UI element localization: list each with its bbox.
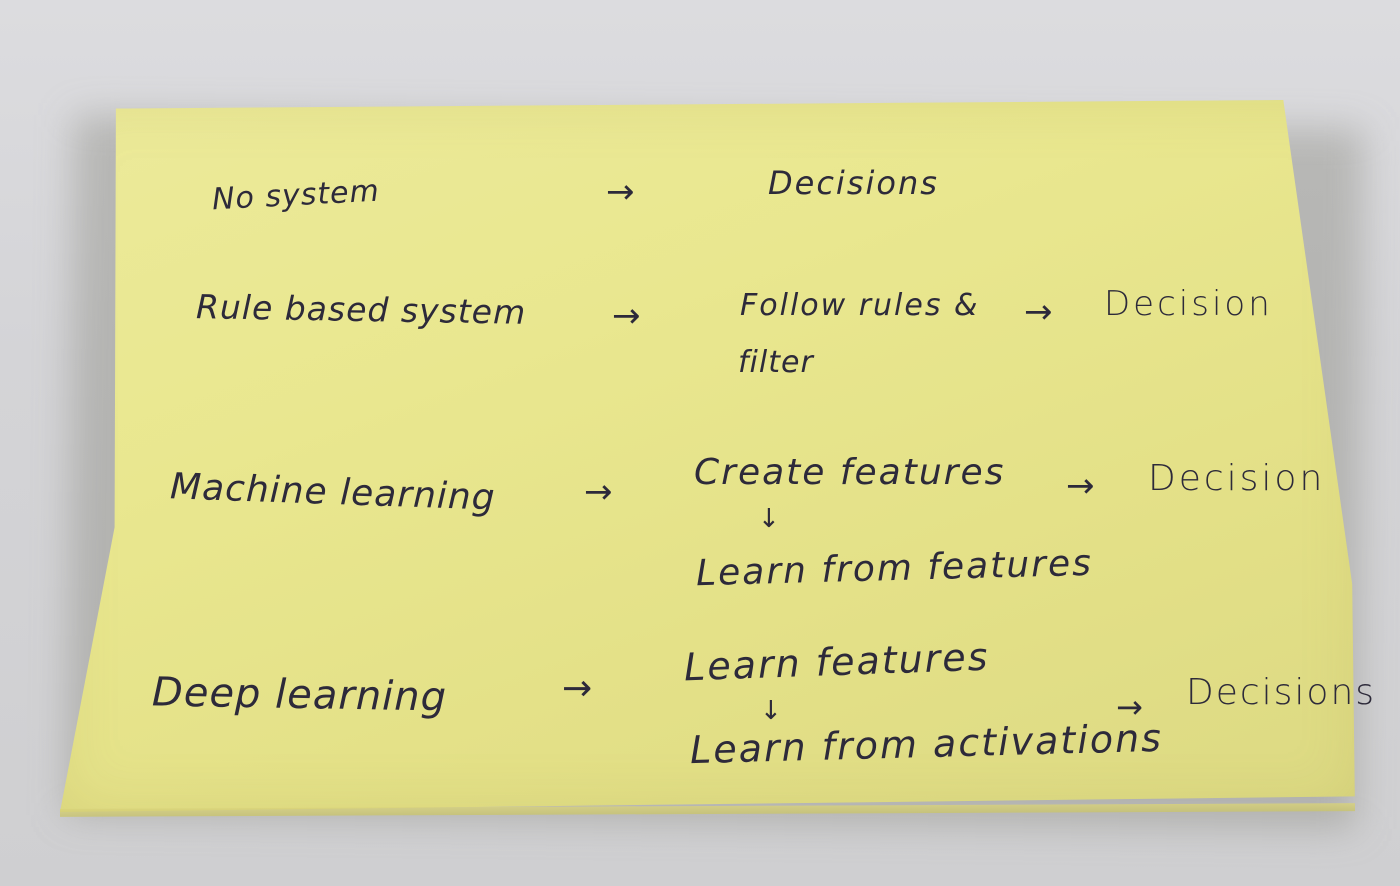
row-rule-based-result: Decision [1104,284,1273,324]
row-ml-arrow: → [584,472,613,512]
row-dl-result: Decisions [1186,672,1377,713]
row-rule-based-arrow: → [612,296,641,336]
row-dl-label: Deep learning [151,669,448,721]
row-rule-based-label: Rule based system [195,287,527,332]
row-no-system-arrow: → [606,172,635,212]
row-ml-down-arrow: ↓ [758,504,780,534]
row-ml-result: Decision [1148,458,1326,499]
row-rule-based-step-2: filter [738,345,814,380]
row-rule-based-arrow-2: → [1024,292,1053,332]
sticky-note [60,100,1355,812]
row-dl-arrow: → [562,668,593,709]
row-ml-step-1: Create features [694,452,1006,493]
row-ml-arrow-2: → [1066,466,1095,506]
row-dl-arrow-2: → [1116,688,1143,726]
row-no-system-decisions: Decisions [768,164,939,202]
row-rule-based-step-1: Follow rules & [740,288,980,323]
row-dl-down-arrow: ↓ [760,696,782,726]
